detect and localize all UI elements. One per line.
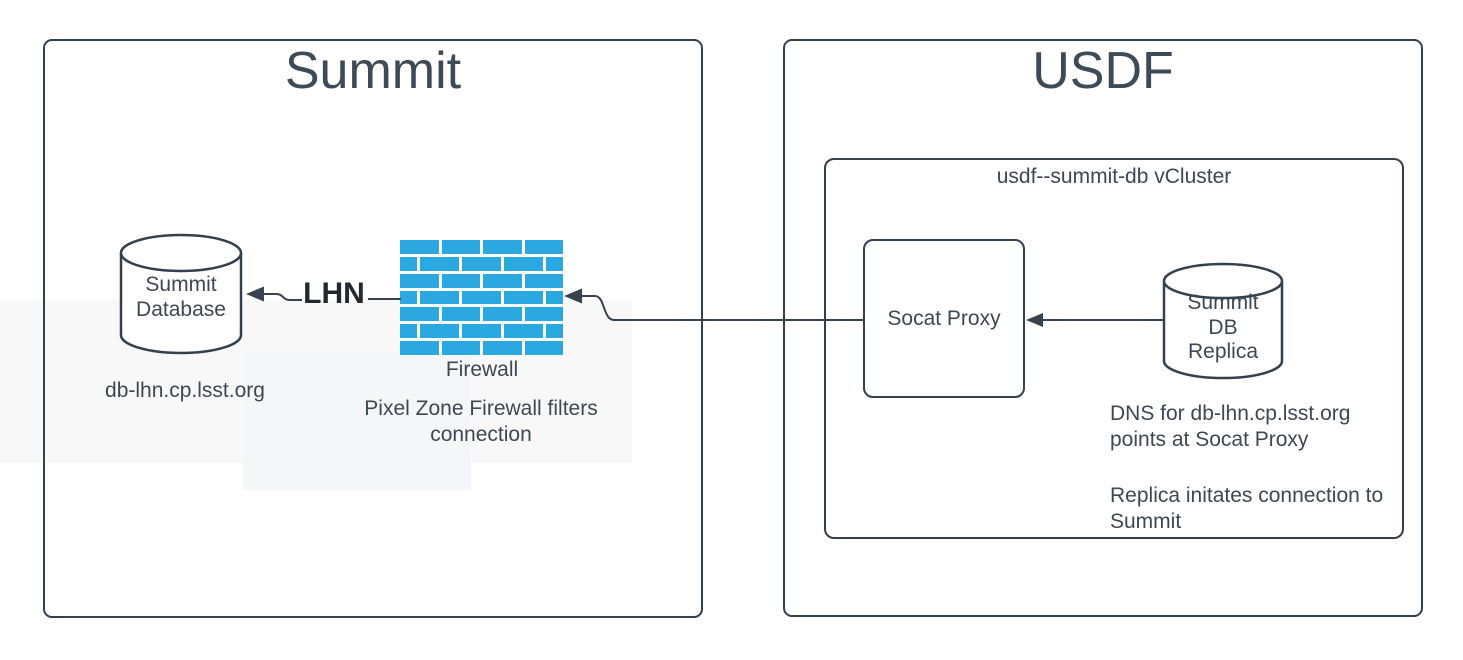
- summit-db-replica-node: Summit DB Replica: [1162, 262, 1284, 380]
- vcluster-label: usdf--summit-db vCluster: [996, 165, 1232, 188]
- database-cylinder-icon: [1162, 262, 1284, 380]
- background-tint: [243, 352, 471, 490]
- summit-database-label: Summit Database: [136, 273, 226, 321]
- lhn-link-label: LHN: [303, 277, 365, 310]
- database-cylinder-icon: [119, 233, 243, 355]
- vcluster-box: usdf--summit-db vCluster: [824, 158, 1404, 539]
- summit-database-node: Summit Database: [119, 233, 243, 355]
- socat-proxy-label: Socat Proxy: [887, 306, 1001, 330]
- dns-note: DNS for db-lhn.cp.lsst.org points at Soc…: [1110, 402, 1351, 452]
- replica-note: Replica initates connection to Summit: [1110, 484, 1384, 534]
- summit-zone-title: Summit: [284, 42, 462, 100]
- firewall-icon: [400, 240, 563, 356]
- summit-db-replica-label: Summit DB Replica: [1187, 290, 1259, 364]
- firewall-label: Firewall: [445, 358, 519, 381]
- database-hostname-caption: db-lhn.cp.lsst.org: [105, 379, 265, 402]
- socat-proxy-node: Socat Proxy: [863, 239, 1025, 398]
- usdf-zone-title: USDF: [1032, 42, 1174, 100]
- firewall-caption: Pixel Zone Firewall filters connection: [364, 397, 598, 447]
- usdf-zone-box: USDF: [783, 39, 1423, 617]
- summit-zone-box: Summit: [43, 39, 703, 618]
